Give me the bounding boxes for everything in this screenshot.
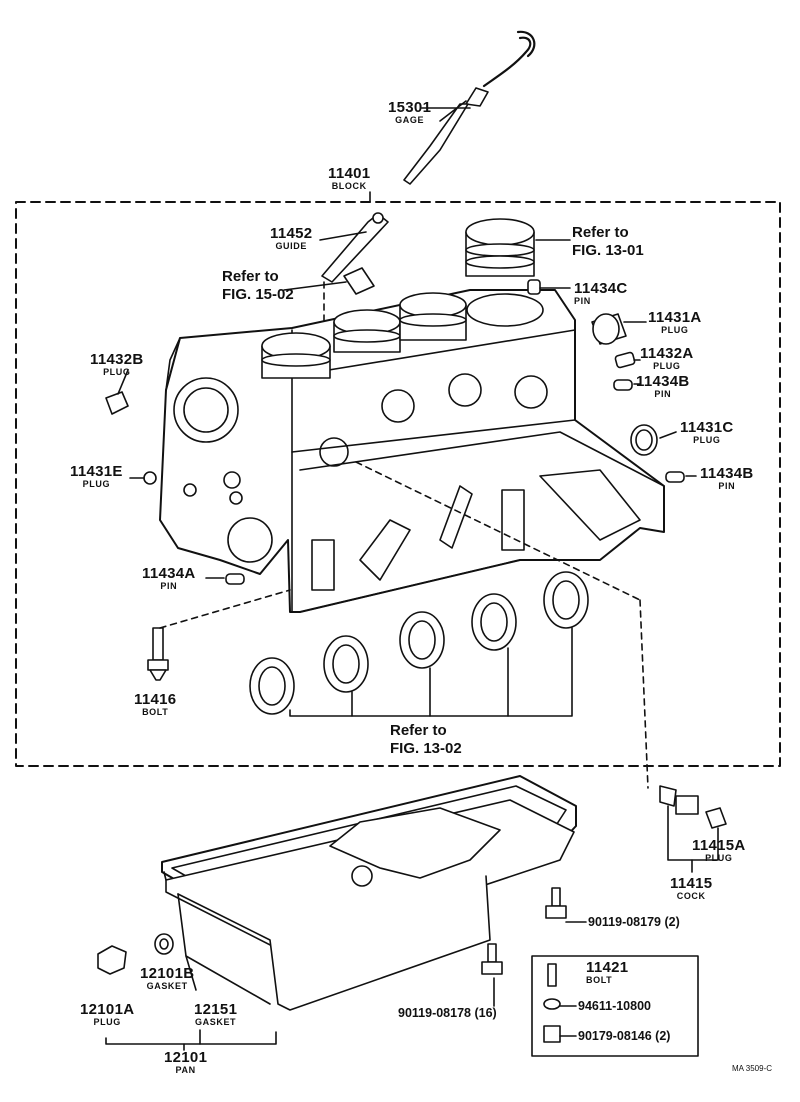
part-number: 11434C (574, 280, 628, 297)
part-caption: GAGE (395, 115, 425, 125)
diagram-code: MA 3509-C (732, 1064, 773, 1073)
part-number: 11434A (142, 565, 196, 582)
part-number: 11415 (670, 875, 713, 892)
part-number: 11434B (700, 465, 754, 482)
main-bearings-drawing (249, 571, 589, 717)
part-caption: COCK (676, 891, 706, 901)
part-90179-08146: 90179-08146 (2) (578, 1029, 671, 1043)
part-caption: GASKET (195, 1017, 237, 1027)
leader-lines (117, 107, 697, 579)
cylinder-block-drawing (159, 218, 665, 789)
reference-line: FIG. 15-02 (222, 286, 294, 303)
part-number: 11432A (640, 345, 694, 362)
part-number: 11431C (680, 419, 734, 436)
drain-plug-drawing (97, 933, 277, 1051)
reference-line: Refer to (222, 268, 279, 285)
part-caption: PLUG (705, 853, 733, 863)
reference-line: FIG. 13-02 (390, 740, 462, 757)
part-caption: PLUG (653, 361, 681, 371)
part-caption: PIN (718, 481, 736, 491)
part-number: 11434B (636, 373, 690, 390)
reference-line: Refer to (390, 722, 447, 739)
pan-bolts-drawing (481, 887, 699, 1057)
part-caption: PIN (654, 389, 672, 399)
part-caption: BOLT (586, 975, 613, 985)
part-caption: PLUG (693, 435, 721, 445)
part-caption: PLUG (82, 479, 111, 489)
oil-level-gage-drawing (403, 30, 536, 185)
small-plugs-and-pins (105, 279, 685, 585)
part-caption: BLOCK (331, 181, 367, 191)
part-number: 11416 (134, 691, 177, 708)
part-caption: PIN (574, 296, 591, 306)
part-caption: PLUG (93, 1017, 121, 1027)
block-assembly-frame (15, 201, 781, 767)
part-number: 11401 (328, 165, 371, 182)
part-90119-08178: 90119-08178 (16) (398, 1006, 497, 1020)
part-caption: PLUG (661, 325, 689, 335)
part-94611-10800: 94611-10800 (578, 999, 651, 1013)
reference-line: Refer to (572, 224, 629, 241)
part-caption: PAN (175, 1065, 196, 1075)
part-number: 12151 (194, 1001, 238, 1018)
bolt-11416-drawing (147, 589, 291, 681)
oil-pan-drawing (161, 775, 577, 1011)
part-number: 11431A (648, 309, 702, 326)
part-number: 11421 (586, 959, 629, 976)
part-number: 11432B (90, 351, 144, 368)
part-caption: PLUG (103, 367, 131, 377)
part-caption: GASKET (146, 981, 188, 991)
part-number: 12101A (80, 1001, 135, 1018)
part-number: 11415A (692, 837, 746, 854)
drain-cock-drawing (659, 785, 727, 873)
part-number: 12101 (164, 1049, 208, 1066)
part-number: 15301 (388, 99, 432, 116)
part-number: 11452 (270, 225, 313, 242)
part-caption: GUIDE (275, 241, 307, 251)
reference-line: FIG. 13-01 (572, 242, 644, 259)
part-number: 11431E (70, 463, 123, 480)
part-90119-08179: 90119-08179 (2) (588, 915, 680, 929)
part-caption: BOLT (142, 707, 169, 717)
part-caption: PIN (160, 581, 178, 591)
part-number: 12101B (140, 965, 195, 982)
